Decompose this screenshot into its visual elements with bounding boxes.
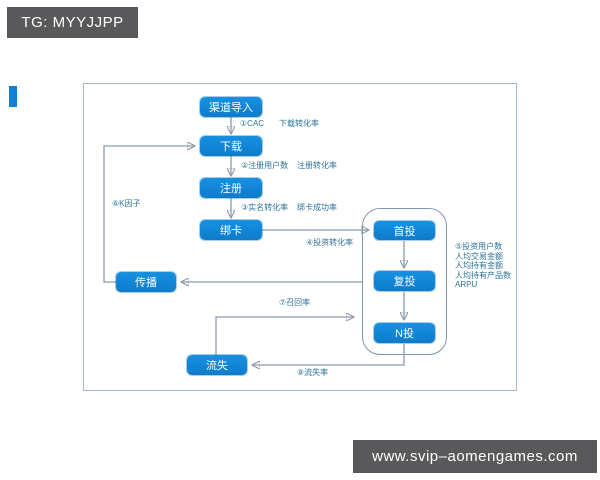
node-channel-import: 渠道导入 (200, 97, 262, 117)
website-watermark-bar: www.svip–aomengames.com (353, 440, 597, 473)
telegram-contact-text: TG: MYYJJPP (21, 14, 124, 31)
node-first-invest: 首投 (374, 221, 435, 240)
label-k-factor: ⑥K因子 (112, 199, 141, 208)
node-register: 注册 (200, 178, 262, 198)
metrics-note-line: 人均持有金额 (455, 261, 503, 270)
website-url-text: www.svip–aomengames.com (372, 448, 578, 465)
metrics-note-line: 人均持有产品数 (455, 270, 511, 280)
blue-accent-bar (9, 86, 17, 107)
label-recall-rate: ⑦召回率 (279, 298, 311, 307)
node-spread: 传播 (116, 272, 176, 292)
node-repeat-invest: 复投 (374, 271, 435, 291)
node-download: 下载 (200, 136, 262, 156)
investment-metrics-note: ⑤投资用户数 人均交易金额 人均持有金额 人均持有产品数 ARPU (455, 242, 511, 290)
node-churn: 流失 (187, 355, 247, 375)
label-churn-rate: ⑧流失率 (297, 368, 329, 377)
metrics-note-line: 人均交易金额 (455, 251, 503, 261)
label-bindcard-success-rate: 绑卡成功率 (297, 203, 337, 212)
label-cac: ①CAC (240, 119, 265, 128)
label-registered-users: ②注册用户数 (241, 161, 289, 170)
label-invest-conversion-rate: ④投资转化率 (306, 238, 354, 247)
label-realname-conversion-rate: ③实名转化率 (241, 203, 289, 212)
label-download-conversion-rate: 下载转化率 (279, 119, 319, 128)
telegram-contact-bar: TG: MYYJJPP (7, 7, 138, 38)
node-n-invest: N投 (374, 323, 435, 343)
metrics-note-line: ⑤投资用户数 (455, 242, 503, 251)
funnel-diagram-frame (83, 83, 517, 391)
node-bind-card: 绑卡 (200, 220, 262, 240)
metrics-note-line: ARPU (455, 280, 478, 289)
label-register-conversion-rate: 注册转化率 (297, 161, 337, 170)
